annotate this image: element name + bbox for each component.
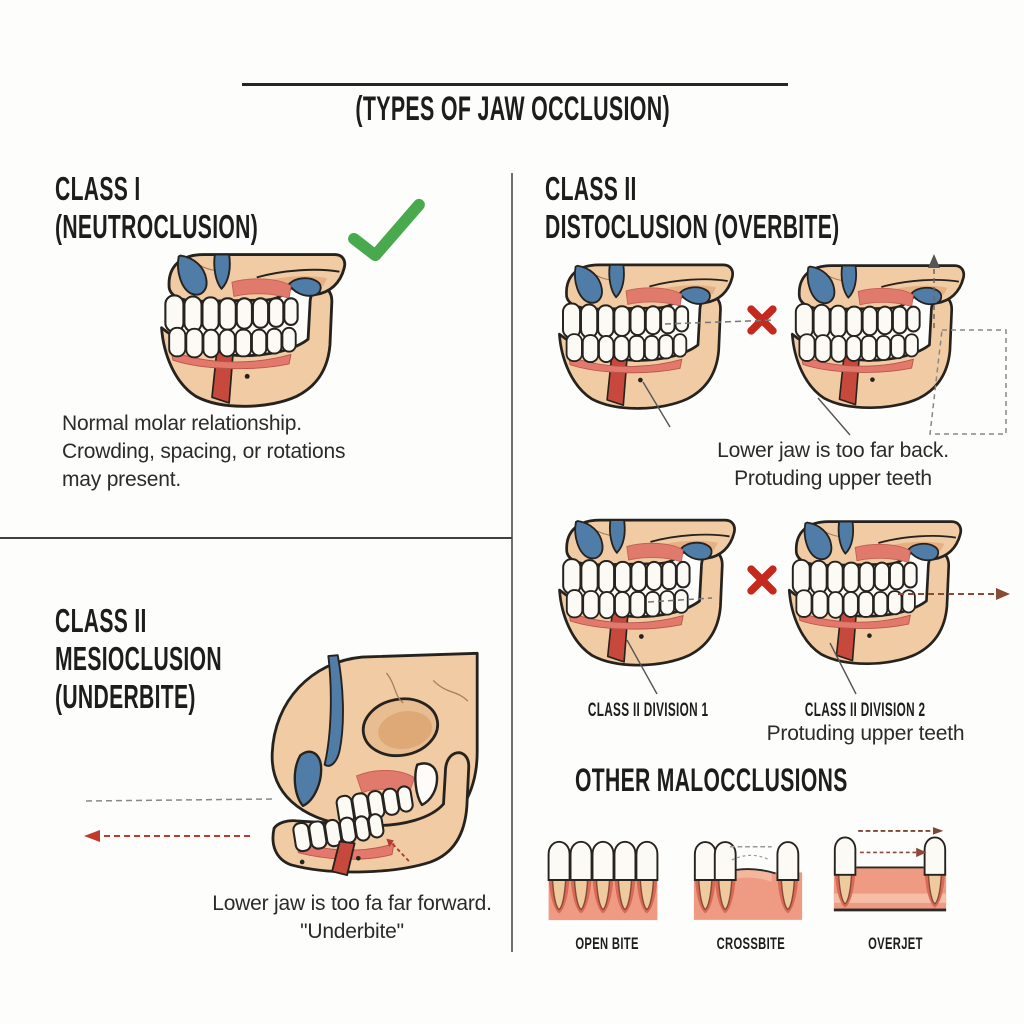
jaw-illustration-class1 [160, 253, 347, 408]
jaw-illustration-division1 [558, 518, 736, 667]
crossbite-illustration [692, 838, 804, 922]
check-icon [348, 198, 425, 262]
class3-caption-line1: Lower jaw is too fa far forward. [212, 892, 492, 915]
page-title: (TYPES OF JAW OCCLUSION) [128, 90, 898, 129]
jaw-illustration-underbite [270, 651, 479, 877]
right-arrow-head [996, 588, 1010, 600]
class2-row1-caption-line2: Protuding upper teeth [734, 467, 932, 490]
class3-heading-line1: CLASS II [55, 602, 147, 639]
jaw-illustration-overbite-b [790, 264, 966, 410]
jaw-illustration-division2 [787, 520, 963, 666]
division2-label: CLASS II DIVISION 2 Protuding upper teet… [758, 700, 973, 746]
class1-heading-line2: (NEUTROCLUSION) [55, 208, 259, 245]
class3-caption: Lower jaw is too fa far forward. "Underb… [207, 890, 497, 946]
overjet-illustration [832, 824, 948, 922]
class1-heading-line1: CLASS I [55, 170, 141, 207]
class1-heading: CLASS I (NEUTROCLUSION) [55, 170, 372, 246]
openbite-illustration [546, 838, 660, 922]
class3-caption-line2: "Underbite" [300, 920, 404, 943]
crossbite-label: CROSSBITE [716, 934, 786, 953]
class1-caption-line1: Normal molar relationship. [62, 412, 302, 435]
left-arrow-head [84, 830, 100, 842]
other-heading: OTHER MALOCCLUSIONS [575, 762, 848, 798]
horizontal-divider [0, 537, 512, 539]
division1-label: CLASS II DIVISION 1 [587, 700, 709, 721]
class2-heading: CLASS II DISTOCLUSION (OVERBITE) [545, 170, 1005, 246]
vertical-divider [511, 173, 513, 952]
overjet-label: OVERJET [867, 934, 923, 953]
class3-heading-line3: (UNDERBITE) [55, 678, 196, 715]
jaw-illustration-overbite-a [558, 263, 735, 410]
class2-heading-line1: CLASS II [545, 170, 637, 207]
underbite-annotations [84, 798, 273, 842]
class1-caption-line3: may present. [62, 468, 181, 491]
class2-heading-line2: DISTOCLUSION (OVERBITE) [545, 208, 840, 245]
class2-row1-caption: Lower jaw is too far back. Protuding upp… [688, 437, 978, 493]
class3-heading: CLASS II MESIOCLUSION (UNDERBITE) [55, 602, 316, 716]
x-icon [747, 305, 777, 335]
class1-caption-line2: Crowding, spacing, or rotations [62, 440, 346, 463]
openbite-label: OPEN BITE [575, 934, 639, 953]
class2-row1-caption-line1: Lower jaw is too far back. [717, 439, 949, 462]
class1-caption: Normal molar relationship. Crowding, spa… [62, 410, 345, 494]
division2-caption: Protuding upper teeth [766, 722, 965, 745]
x-icon [747, 565, 777, 595]
class3-heading-line2: MESIOCLUSION [55, 640, 222, 677]
page-title-text: (TYPES OF JAW OCCLUSION) [355, 90, 671, 128]
title-rule [242, 83, 788, 86]
